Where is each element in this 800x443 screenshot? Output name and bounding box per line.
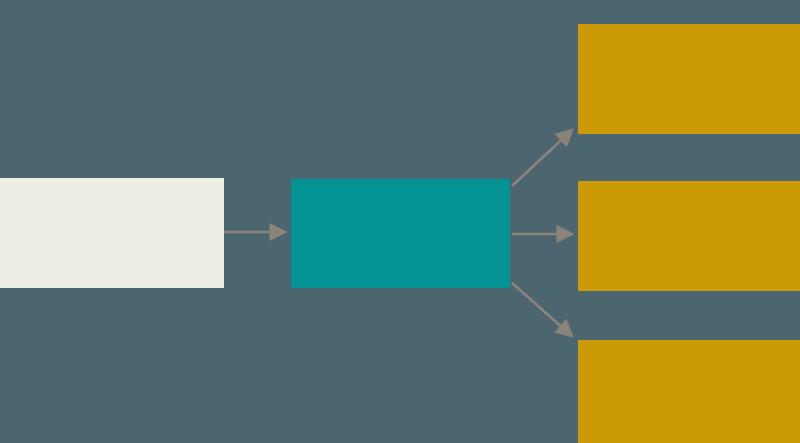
tree-entry-list [291, 192, 510, 288]
blob-object-node-cba0a[interactable] [578, 340, 800, 443]
blob-object-node-5b1d3[interactable] [578, 24, 800, 134]
edge-tree-to-blob-cba0a [511, 282, 574, 338]
blob-line-gap [598, 258, 800, 267]
tree-entry-row [324, 245, 510, 289]
blob-content [578, 353, 800, 443]
blob-content [578, 194, 800, 291]
blob-line-gap [598, 101, 800, 110]
blob-object-node-911e7[interactable] [578, 181, 800, 291]
commit-object-node[interactable] [0, 178, 224, 288]
tree-object-node[interactable] [291, 179, 510, 288]
blob-content [578, 37, 800, 134]
edge-tree-to-blob-5b1d3 [511, 128, 574, 187]
tree-entry-row [324, 192, 510, 245]
